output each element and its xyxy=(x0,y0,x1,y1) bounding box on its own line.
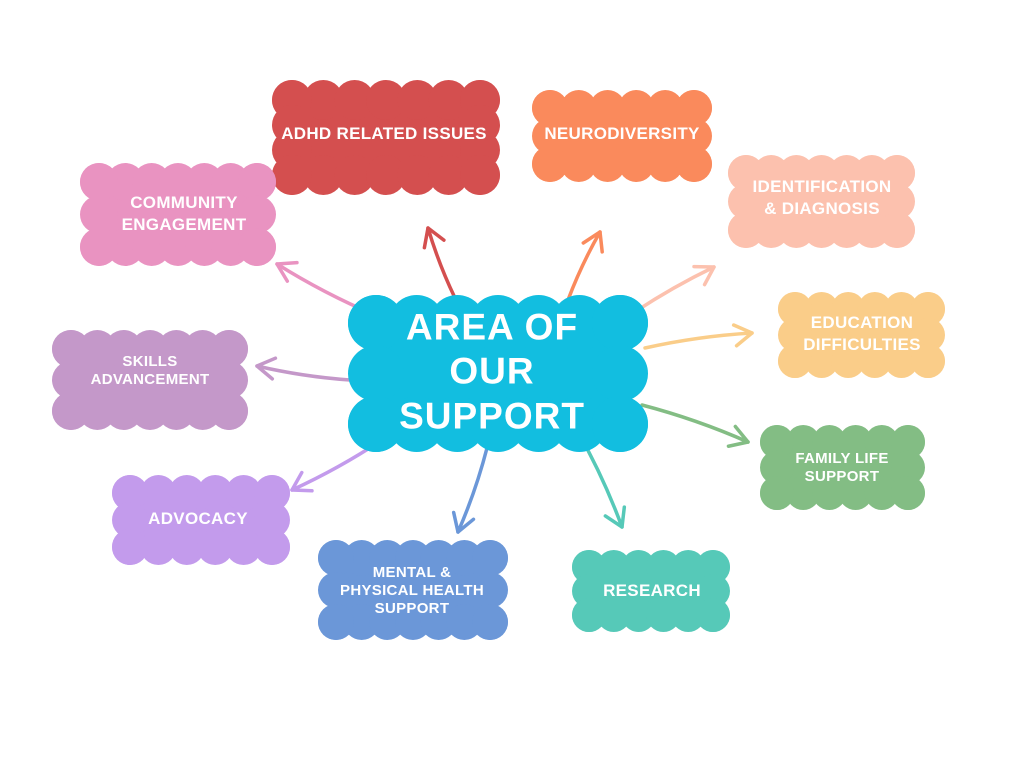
node-mental-cloud xyxy=(318,540,508,640)
node-community-label: COMMUNITY ENGAGEMENT xyxy=(121,192,247,234)
node-family-cloud xyxy=(760,425,925,510)
node-neurodiversity-label: NEURODIVERSITY xyxy=(544,123,700,143)
node-neurodiversity-cloud xyxy=(532,90,712,182)
arrow-mental xyxy=(451,446,489,534)
node-research-label: RESEARCH xyxy=(603,580,701,600)
node-mental-label: MENTAL & PHYSICAL HEALTH SUPPORT xyxy=(340,564,484,617)
arrow-education xyxy=(643,323,754,350)
node-education-label: EDUCATION DIFFICULTIES xyxy=(803,312,921,354)
center-cloud xyxy=(348,295,648,452)
node-research-cloud xyxy=(572,550,730,632)
node-community-cloud xyxy=(80,163,276,266)
center-title: AREA OF OUR SUPPORT xyxy=(399,306,585,437)
node-advocacy-cloud xyxy=(112,475,290,565)
node-advocacy-label: ADVOCACY xyxy=(148,508,248,528)
arrow-adhd xyxy=(422,226,457,300)
node-adhd-cloud xyxy=(272,80,500,195)
arrow-skills xyxy=(255,356,352,382)
arrow-family xyxy=(640,403,750,449)
node-skills-label: SKILLS ADVANCEMENT xyxy=(90,353,210,388)
arrow-neurodiversity xyxy=(566,230,604,302)
node-skills-cloud xyxy=(52,330,248,430)
node-identification-cloud xyxy=(728,155,915,248)
node-adhd-label: ADHD RELATED ISSUES xyxy=(281,123,487,143)
node-family-label: FAMILY LIFE SUPPORT xyxy=(795,450,889,485)
node-education-cloud xyxy=(778,292,945,378)
node-identification-label: IDENTIFICATION & DIAGNOSIS xyxy=(752,176,892,218)
